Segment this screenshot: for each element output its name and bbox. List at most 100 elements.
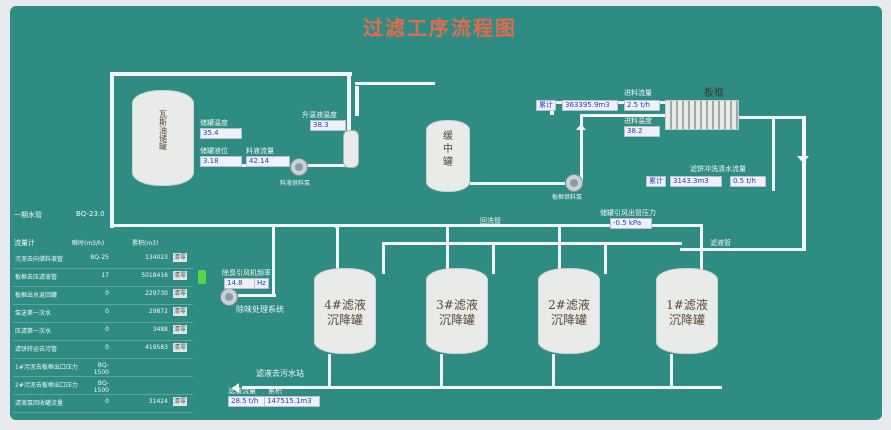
pipe-t1-up (336, 224, 339, 274)
pipe-t2-down (552, 354, 555, 388)
row-a: 0 (105, 308, 109, 315)
reset-button[interactable]: 清零 (173, 271, 187, 280)
row-a: BQ-25 (90, 254, 109, 261)
arrow-left-icon (232, 383, 239, 393)
heater-temp-value: 38.3 (310, 120, 346, 131)
row-b: 134023 (145, 254, 168, 261)
pressure-value: -0.5 kPa (610, 218, 652, 229)
wash-total-button[interactable]: 累计 (646, 176, 666, 187)
pump-freq-value: 42.14 (246, 156, 290, 167)
pipe-backwash (272, 224, 702, 227)
tank-level-value: 3.18 (200, 156, 242, 167)
panel-col-a: 瞬时(m3/h) (72, 240, 105, 247)
arrow-down-icon (332, 224, 342, 230)
waste-label: 滤液去污水站 (256, 369, 304, 378)
inlet-total-button[interactable]: 累计 (536, 100, 556, 111)
filtrate-tank-3[interactable] (426, 268, 488, 354)
row-b: 5018416 (141, 272, 168, 279)
pipe-heater-buffer (347, 72, 352, 76)
wash-flow-label: 滤饼冲洗清水流量 (690, 165, 746, 173)
plate-frame-filter[interactable] (665, 100, 739, 130)
pipe-t3-up (446, 224, 449, 274)
wash-total-value: 3143.3m3 (670, 176, 722, 187)
pipe-top-left (110, 72, 114, 228)
pipe-top (110, 72, 350, 76)
pipe-fan-vertical (272, 224, 275, 294)
row-a: 0 (105, 290, 109, 297)
reset-button[interactable]: 清零 (173, 289, 187, 298)
pipe-top-right (355, 82, 435, 85)
reset-button[interactable]: 清零 (173, 397, 187, 406)
pipe-storage-pump (200, 164, 290, 167)
filtrate-tank-1[interactable] (656, 268, 718, 354)
pipe-feed-frame-2 (580, 114, 665, 117)
row-name: 板框去压滤液管 (15, 274, 58, 281)
panel-top-label: 一期水管 (14, 211, 42, 219)
filter-pipe-label: 滤液管 (710, 239, 731, 247)
row-name: 污泥去向储料液管 (15, 256, 64, 263)
pipe-t1-down (670, 354, 673, 388)
heater-column[interactable] (343, 130, 359, 168)
inlet-total-value: 363395.9m3 (562, 100, 618, 111)
pipe-feedpump-up (580, 114, 583, 184)
filtrate-tank-2-label: 2#滤液 沉降罐 (548, 298, 590, 327)
reset-button[interactable]: 清零 (173, 343, 187, 352)
fan-value: 14.8 (224, 278, 256, 289)
row-name: 滤液泵回收罐流量 (15, 400, 64, 407)
row-name: 2#污泥去板框出口压力 (15, 382, 78, 389)
supply-pump-icon[interactable] (290, 158, 308, 176)
table-row: 压滤第一次水 0 3488 清零 (13, 322, 193, 341)
row-b: 229730 (145, 290, 168, 297)
reset-button[interactable]: 清零 (173, 325, 187, 334)
filtrate-tank-4[interactable] (314, 268, 376, 354)
table-row: 泵送第一次水 0 29872 清零 (13, 304, 193, 323)
waste-flow-value: 28.5 t/h (228, 396, 266, 407)
row-b: 31424 (148, 398, 168, 405)
tank-temp-label: 储罐温度 (200, 119, 228, 127)
row-a: 0 (105, 344, 109, 351)
row-a: 0 (105, 326, 109, 333)
reset-button[interactable]: 清零 (173, 307, 187, 316)
buffer-tank-label: 缓 中 罐 (443, 131, 453, 168)
table-row: 2#污泥去板框出口压力 BQ-1500 (13, 376, 193, 395)
storage-tank[interactable] (132, 90, 194, 186)
waste-acc-label: 累积 (268, 387, 282, 395)
table-row: 滤液泵回收罐流量 0 31424 清零 (13, 394, 193, 413)
pipe-filtrate-main (680, 248, 806, 251)
row-name: 泵送第一次水 (15, 310, 52, 317)
buffer-tank[interactable] (426, 120, 470, 192)
tank-level-label: 储罐液位 (200, 147, 228, 155)
panel-col-name: 流量计 (14, 239, 35, 247)
pipe-pump-heater (306, 164, 350, 167)
pipe-t3-down (440, 354, 443, 388)
pressure-label: 储罐引风出管压力 (600, 209, 656, 217)
panel-col-b: 累积(m3) (132, 240, 159, 247)
pump-freq-label: 料液流量 (246, 147, 274, 155)
fan-status-icon (198, 270, 206, 284)
row-name: 压滤第一次水 (15, 328, 52, 335)
pipe-bottom (242, 386, 722, 389)
filtrate-tank-2[interactable] (538, 268, 600, 354)
inlet-temp-label: 进料温度 (624, 117, 652, 125)
pipe-to-buffer (355, 86, 359, 116)
table-row: 板框去压滤液管 17 5018416 清零 (13, 268, 193, 287)
pipe-t2-up (558, 224, 561, 274)
reset-button[interactable]: 清零 (173, 253, 187, 262)
fan-unit: Hz (254, 278, 269, 289)
row-a: 17 (101, 272, 109, 279)
feed-pump-label: 板框供料泵 (552, 194, 583, 201)
row-b: 3488 (152, 326, 168, 333)
row-a: 0 (105, 398, 109, 405)
arrow-down-icon (797, 156, 809, 163)
pipe-wash-down (772, 116, 775, 191)
inlet-flow-value: 2.5 t/h (624, 100, 660, 111)
feed-pump-icon[interactable] (565, 174, 583, 192)
row-b: 419583 (145, 344, 168, 351)
page-title: 过滤工序流程图 (363, 16, 517, 40)
heater-temp-label: 升温液温度 (302, 111, 337, 119)
panel-top-code: BQ-23.0 (76, 210, 105, 218)
table-row: 1#污泥去板框出口压力 BQ-1500 (13, 358, 193, 377)
hmi-screen: 过滤工序流程图 瓦斯油储罐 缓 中 罐 4#滤液 沉降罐 3#滤液 沉降罐 (10, 6, 882, 420)
fan-system-label: 除味处理系统 (236, 305, 284, 314)
tank-temp-value: 35.4 (200, 128, 242, 139)
